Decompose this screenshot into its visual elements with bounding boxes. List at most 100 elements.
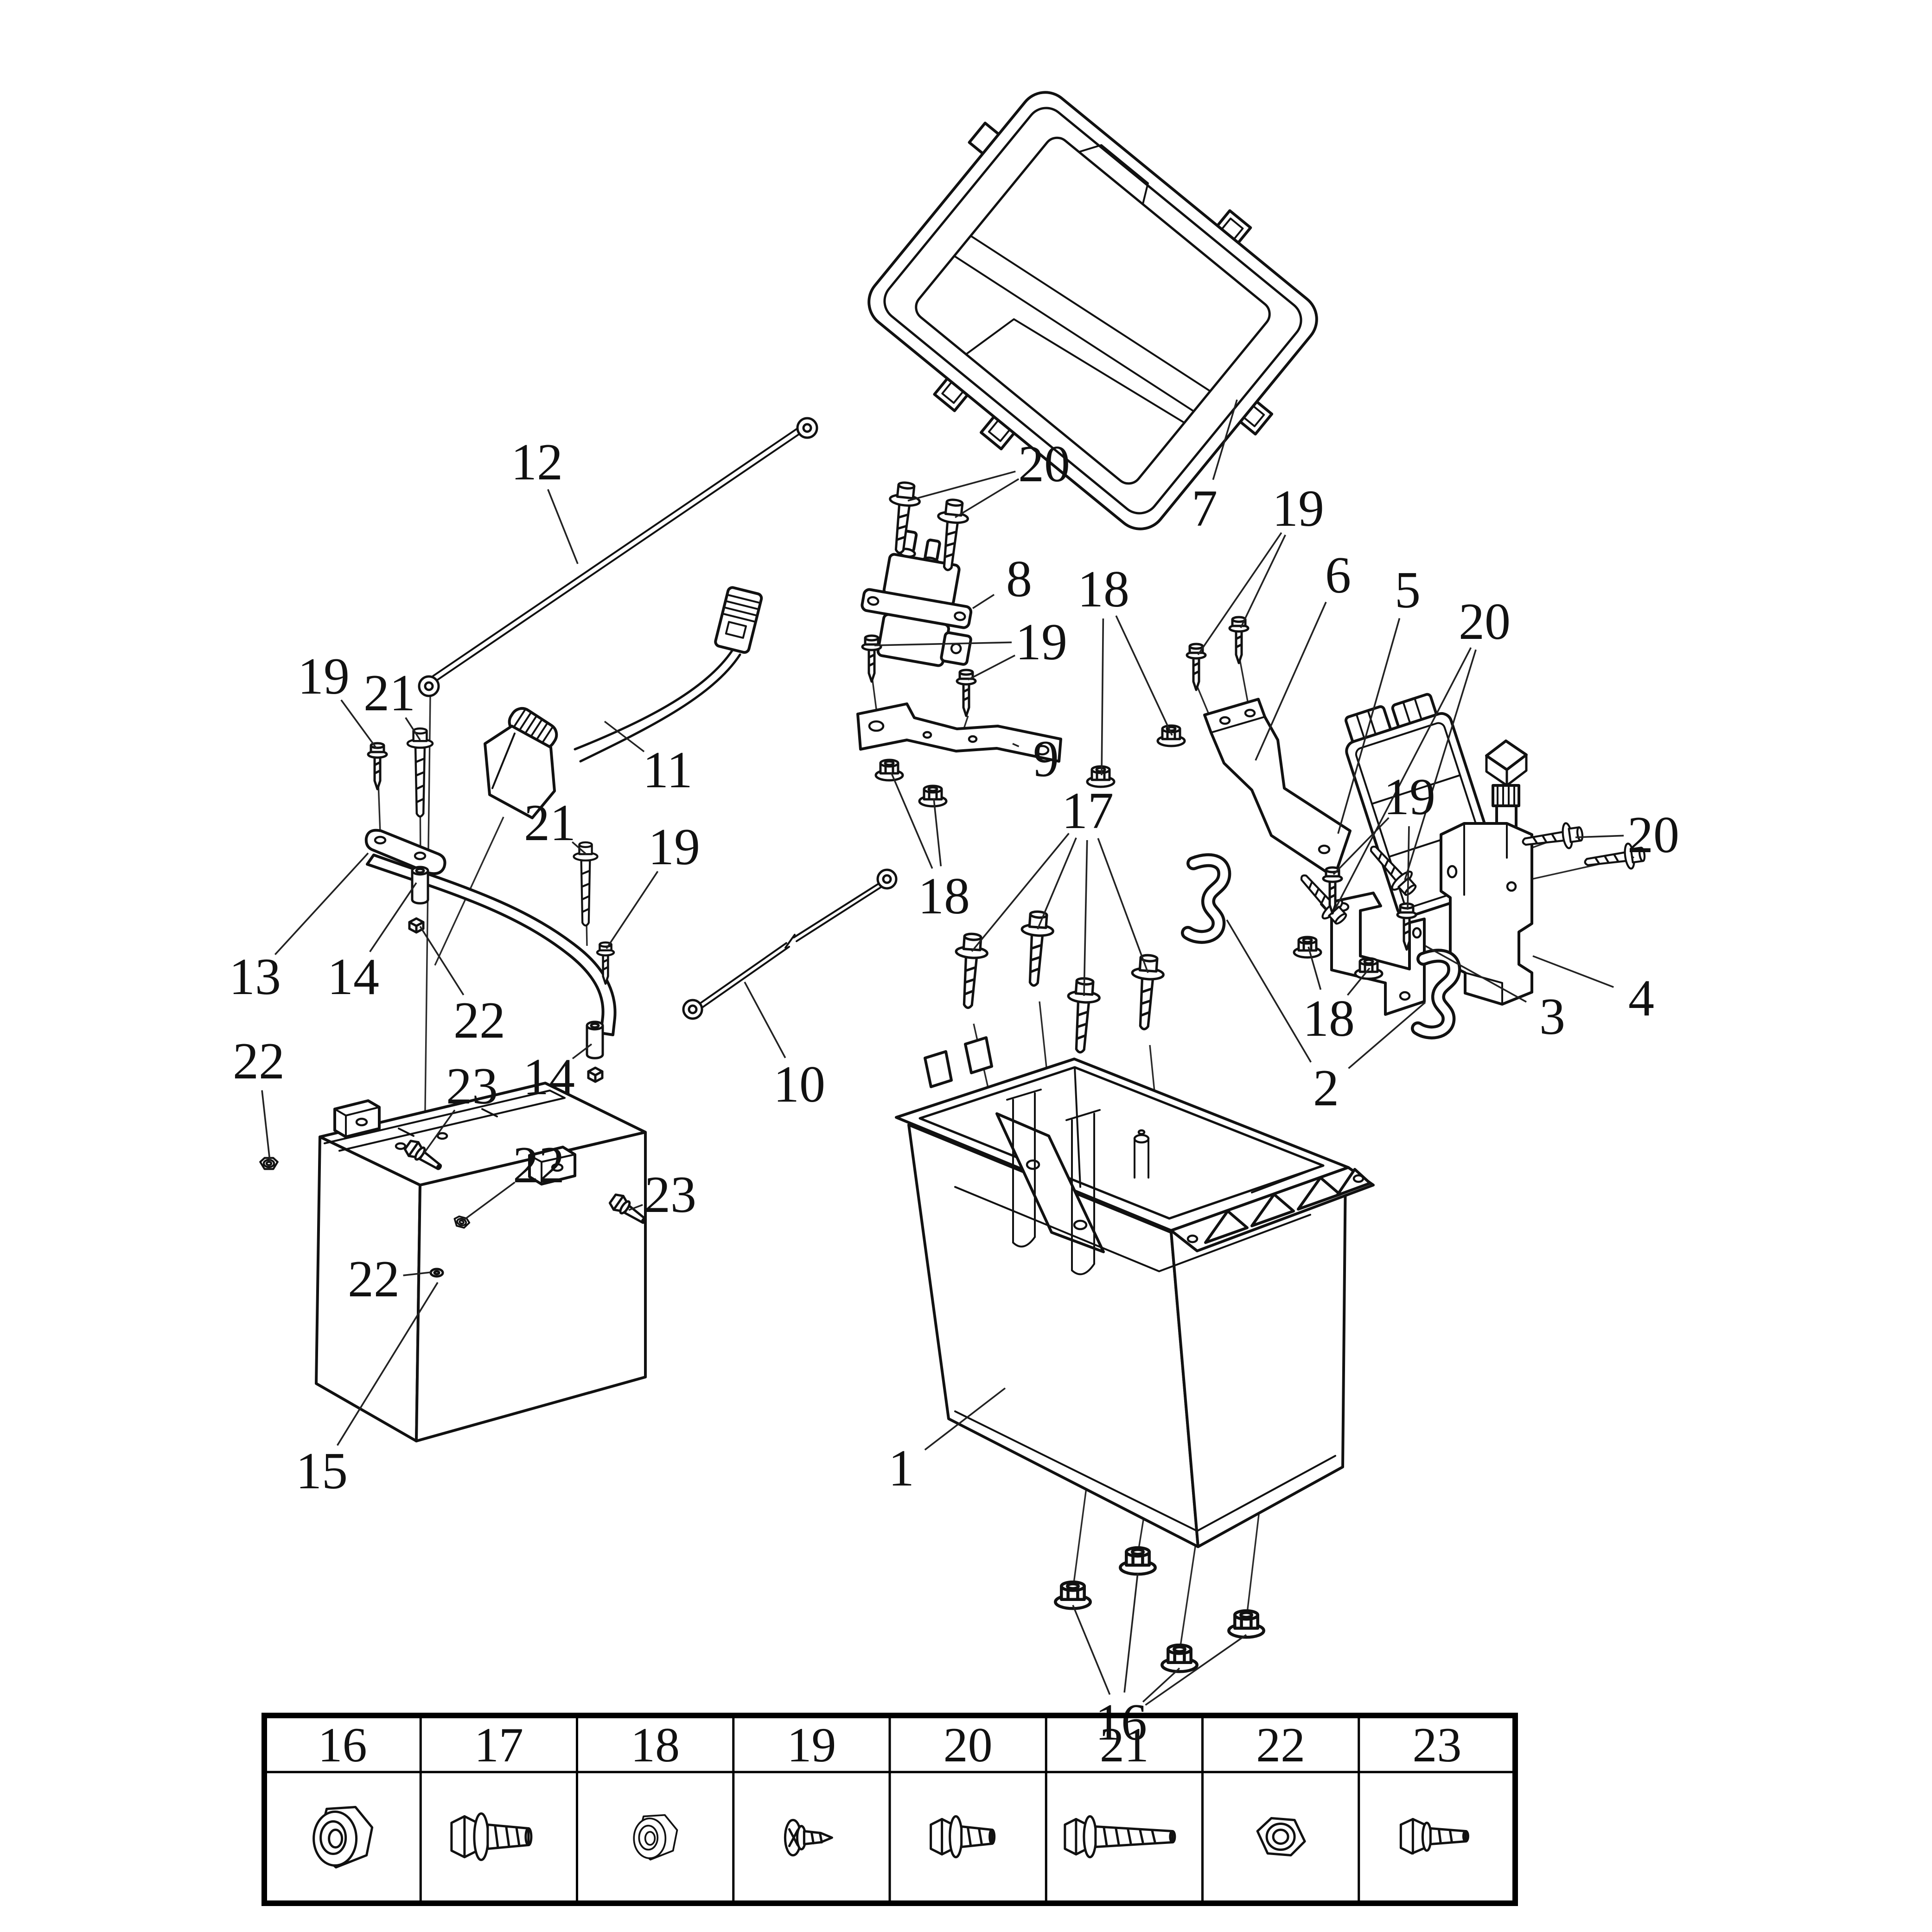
- leader-line: [1012, 743, 1020, 747]
- battery-box: [895, 1036, 1375, 1548]
- leader-line: [972, 593, 995, 609]
- leader-line: [604, 721, 645, 752]
- fastener-icon-flange-nut-large: [314, 1807, 372, 1868]
- leader-line: [890, 772, 933, 869]
- leader-line: [572, 1043, 593, 1059]
- part-number-label: 22: [453, 992, 505, 1049]
- fastener-spacer: [587, 1022, 603, 1058]
- table-part-number: 18: [631, 1718, 680, 1772]
- terminal-boot: [484, 725, 556, 819]
- fastener-fnut: [876, 760, 903, 780]
- leader-line: [423, 1109, 456, 1154]
- part-number-label: 17: [1062, 782, 1114, 840]
- fastener-sqnut: [588, 1068, 602, 1082]
- retainer-clip: [1181, 853, 1231, 944]
- leader-line: [924, 1387, 1006, 1451]
- fastener-icon-flange-bolt-medium: [931, 1817, 995, 1857]
- leader-line: [606, 871, 659, 949]
- leader-line: [1307, 946, 1322, 990]
- leader-line: [1097, 838, 1149, 973]
- leader-line: [1072, 1605, 1111, 1695]
- leader-line: [1197, 532, 1282, 656]
- leader-line: [907, 471, 1016, 502]
- leader-line: [261, 1090, 271, 1161]
- leader-line: [1575, 835, 1624, 838]
- leader-line: [1532, 955, 1614, 988]
- part-number-label: 4: [1628, 969, 1654, 1027]
- fastener-icon-flange-bolt-long: [1065, 1817, 1175, 1857]
- fastener-fnut: [1229, 1611, 1263, 1637]
- part-number-label: 11: [643, 741, 693, 799]
- leader-line: [1145, 1634, 1247, 1706]
- fastener-fbolt: [1018, 911, 1054, 987]
- part-number-label: 19: [1384, 768, 1435, 826]
- leader-line: [874, 641, 1012, 646]
- fastener-icon-flange-bolt-short: [452, 1814, 531, 1860]
- leader-line: [547, 489, 579, 564]
- fastener-icon-hex-nut: [1257, 1818, 1305, 1855]
- part-number-label: 19: [1015, 613, 1067, 671]
- leader-line: [744, 982, 786, 1058]
- part-number-label: 23: [446, 1058, 498, 1115]
- leader-line: [337, 1282, 439, 1446]
- table-part-number: 17: [474, 1718, 523, 1772]
- leader-line: [971, 833, 1070, 952]
- fastener-fbolt: [952, 933, 988, 1009]
- table-part-number: 23: [1412, 1718, 1461, 1772]
- fastener-fboltL: [574, 842, 598, 925]
- part-number-label: 6: [1325, 547, 1351, 604]
- fastener-fnut: [919, 786, 946, 806]
- fastener-screw: [368, 743, 387, 789]
- part-number-label: 13: [229, 948, 281, 1006]
- leader-line: [933, 798, 942, 867]
- leader-line: [1333, 817, 1390, 875]
- part-number-label: 12: [511, 434, 563, 491]
- table-part-number: 21: [1100, 1718, 1149, 1772]
- leader-line: [1348, 1001, 1426, 1069]
- leader-line: [419, 926, 465, 995]
- leader-line: [1101, 618, 1104, 776]
- table-part-number: 19: [787, 1718, 836, 1772]
- construction-line: [377, 782, 381, 833]
- leader-line: [572, 841, 587, 855]
- leader-line: [405, 717, 421, 740]
- part-number-label: 20: [1459, 593, 1511, 650]
- part-number-label: 21: [524, 794, 576, 852]
- part-number-label: 18: [1078, 561, 1129, 618]
- switch-assembly: [1440, 740, 1533, 1006]
- part-number-label: 19: [648, 818, 700, 876]
- leader-line: [274, 852, 369, 956]
- leader-line: [955, 478, 1020, 518]
- solenoid-bracket: [856, 702, 1062, 763]
- part-number-label: 19: [298, 648, 350, 705]
- leader-line: [1083, 840, 1088, 996]
- fastener-fnut: [1120, 1548, 1155, 1574]
- part-number-label: 3: [1539, 988, 1565, 1046]
- jumper-cable: [418, 417, 818, 697]
- part-number-label: 23: [644, 1166, 696, 1224]
- part-number-label: 1: [888, 1440, 914, 1497]
- construction-line: [424, 696, 431, 1146]
- leader-line: [1347, 967, 1371, 996]
- part-number-label: 22: [513, 1136, 565, 1194]
- fastener-fnut: [1055, 1582, 1090, 1608]
- part-number-label: 8: [1006, 550, 1032, 608]
- part-number-label: 20: [1018, 435, 1070, 493]
- leader-line: [628, 1204, 643, 1211]
- leader-line: [1123, 1572, 1139, 1693]
- part-number-label: 21: [363, 664, 415, 722]
- part-number-label: 5: [1395, 561, 1421, 619]
- part-number-label: 18: [1303, 990, 1355, 1047]
- fastener-fbolt: [1065, 977, 1101, 1053]
- fastener-icon-self-tapping-screw: [785, 1820, 832, 1855]
- fastener-fnut: [1158, 726, 1185, 746]
- part-number-label: 2: [1313, 1059, 1339, 1117]
- leader-line: [369, 882, 417, 952]
- table-part-number: 22: [1256, 1718, 1305, 1772]
- part-number-label: 20: [1627, 806, 1679, 864]
- leader-line: [403, 1271, 432, 1276]
- fastener-washer: [431, 1269, 443, 1276]
